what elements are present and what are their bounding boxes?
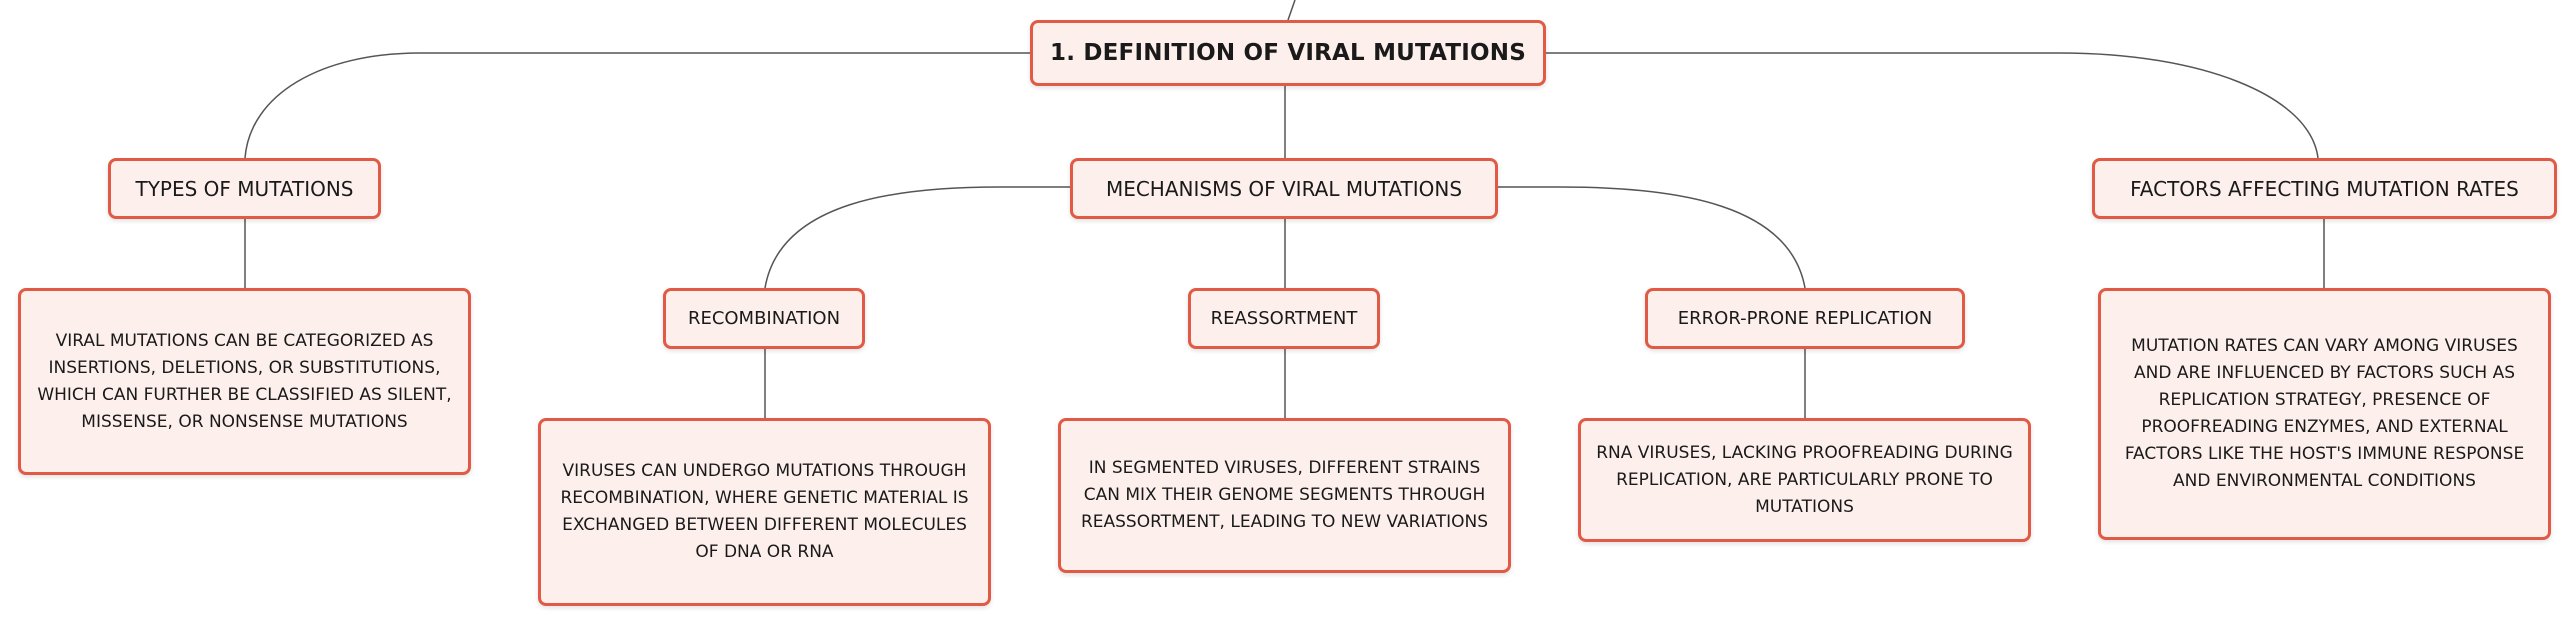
- error-prone-replication-label: ERROR-PRONE REPLICATION: [1677, 308, 1933, 329]
- reassortment-node[interactable]: REASSORTMENT: [1188, 288, 1380, 349]
- root-node[interactable]: 1. DEFINITION OF VIRAL MUTATIONS: [1030, 20, 1546, 86]
- connector-root-to-types: [244, 52, 1030, 159]
- root-node-label: 1. DEFINITION OF VIRAL MUTATIONS: [1050, 40, 1526, 66]
- connector-parent-to-root: [1287, 0, 1296, 21]
- recombination-node[interactable]: RECOMBINATION: [663, 288, 865, 349]
- reassortment-detail-text: IN SEGMENTED VIRUSES, DIFFERENT STRAINS …: [1080, 458, 1489, 532]
- factors-affecting-mutation-rates-detail-node[interactable]: MUTATION RATES CAN VARY AMONG VIRUSES AN…: [2098, 288, 2551, 540]
- error-prone-replication-detail-node[interactable]: RNA VIRUSES, LACKING PROOFREADING DURING…: [1578, 418, 2031, 542]
- error-prone-replication-node[interactable]: ERROR-PRONE REPLICATION: [1645, 288, 1965, 349]
- connector-root-to-factors: [1545, 52, 2319, 159]
- recombination-detail-node[interactable]: VIRUSES CAN UNDERGO MUTATIONS THROUGH RE…: [538, 418, 991, 606]
- reassortment-label: REASSORTMENT: [1210, 308, 1358, 329]
- types-of-mutations-detail-node[interactable]: VIRAL MUTATIONS CAN BE CATEGORIZED AS IN…: [18, 288, 471, 475]
- recombination-detail-text: VIRUSES CAN UNDERGO MUTATIONS THROUGH RE…: [560, 461, 969, 562]
- factors-affecting-mutation-rates-node[interactable]: FACTORS AFFECTING MUTATION RATES: [2092, 158, 2557, 219]
- recombination-label: RECOMBINATION: [687, 308, 841, 329]
- mechanisms-label: MECHANISMS OF VIRAL MUTATIONS: [1105, 176, 1463, 201]
- factors-affecting-mutation-rates-detail-text: MUTATION RATES CAN VARY AMONG VIRUSES AN…: [2124, 336, 2525, 491]
- types-of-mutations-detail-text: VIRAL MUTATIONS CAN BE CATEGORIZED AS IN…: [37, 330, 452, 432]
- error-prone-replication-detail-text: RNA VIRUSES, LACKING PROOFREADING DURING…: [1596, 442, 2013, 517]
- connector-mechanisms-to-error-prone: [1498, 186, 1806, 289]
- reassortment-detail-node[interactable]: IN SEGMENTED VIRUSES, DIFFERENT STRAINS …: [1058, 418, 1511, 573]
- factors-affecting-mutation-rates-label: FACTORS AFFECTING MUTATION RATES: [2130, 176, 2519, 201]
- connector-mechanisms-to-recombination: [764, 186, 1070, 289]
- mechanisms-node[interactable]: MECHANISMS OF VIRAL MUTATIONS: [1070, 158, 1498, 219]
- types-of-mutations-label: TYPES OF MUTATIONS: [135, 176, 354, 201]
- types-of-mutations-node[interactable]: TYPES OF MUTATIONS: [108, 158, 381, 219]
